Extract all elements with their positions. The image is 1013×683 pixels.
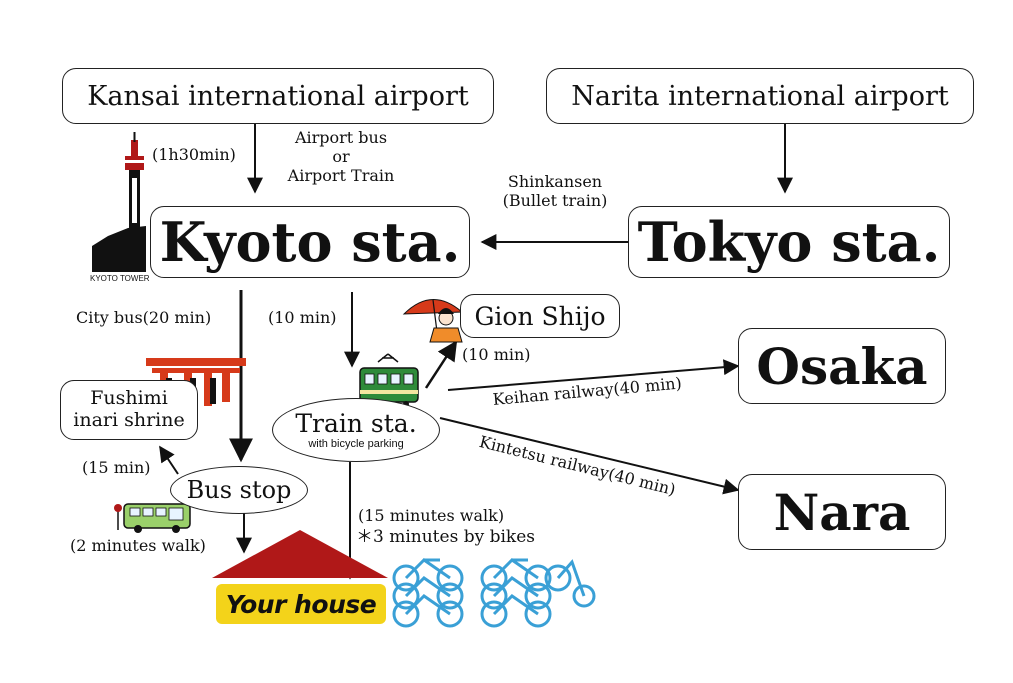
fushimi-line-1: Fushimi bbox=[90, 387, 168, 410]
label-kyoto-to-train: (10 min) bbox=[268, 308, 337, 327]
bus-icon bbox=[114, 503, 191, 533]
label-train-bike: ＊3 minutes by bikes bbox=[356, 527, 535, 547]
label-train-walk: (15 minutes walk) bbox=[358, 506, 505, 525]
node-tokyo-station: Tokyo sta. bbox=[628, 206, 950, 278]
train-station-subtitle: with bicycle parking bbox=[308, 437, 404, 450]
node-osaka: Osaka bbox=[738, 328, 946, 404]
label-kyoto-tower: KYOTO TOWER bbox=[90, 274, 150, 283]
label-bus-walk: (2 minutes walk) bbox=[70, 536, 206, 555]
arrow-busstop-fushimi bbox=[159, 445, 179, 475]
label-kansai-mode: Airport bus or Airport Train bbox=[266, 128, 416, 186]
fushimi-line-2: inari shrine bbox=[73, 409, 185, 431]
node-narita-airport: Narita international airport bbox=[546, 68, 974, 124]
label-shinkansen: Shinkansen (Bullet train) bbox=[482, 172, 628, 210]
node-kansai-airport: Kansai international airport bbox=[62, 68, 494, 124]
node-bus-stop: Bus stop bbox=[170, 466, 308, 514]
node-nara: Nara bbox=[738, 474, 946, 550]
label-shinkansen-2: (Bullet train) bbox=[502, 191, 608, 211]
your-house-label: Your house bbox=[216, 584, 386, 624]
house-roof-icon bbox=[212, 530, 388, 578]
node-train-station: Train sta. with bicycle parking bbox=[272, 398, 440, 462]
node-gion-shijo: Gion Shijo bbox=[460, 294, 620, 338]
label-shinkansen-1: Shinkansen bbox=[507, 172, 603, 191]
arrow-trainsta-osaka bbox=[447, 359, 740, 391]
label-bus-to-fushimi: (15 min) bbox=[82, 458, 151, 477]
label-kansai-duration: (1h30min) bbox=[152, 145, 236, 164]
arrow-trainsta-gion bbox=[424, 340, 458, 389]
node-kyoto-station: Kyoto sta. bbox=[150, 206, 470, 278]
kyoto-tower-icon bbox=[92, 132, 146, 272]
bicycles-icon bbox=[392, 558, 596, 628]
label-kansai-mode-1: Airport bus bbox=[294, 128, 388, 147]
label-kansai-mode-2: or bbox=[332, 147, 350, 167]
label-city-bus: City bus(20 min) bbox=[76, 308, 212, 327]
label-kansai-mode-3: Airport Train bbox=[287, 166, 395, 186]
node-fushimi-inari: Fushimi inari shrine bbox=[60, 380, 198, 440]
train-station-title: Train sta. bbox=[295, 408, 417, 438]
label-train-to-gion: (10 min) bbox=[462, 345, 531, 364]
geisha-umbrella-icon bbox=[402, 299, 464, 343]
arrow-trainsta-nara bbox=[439, 417, 740, 495]
